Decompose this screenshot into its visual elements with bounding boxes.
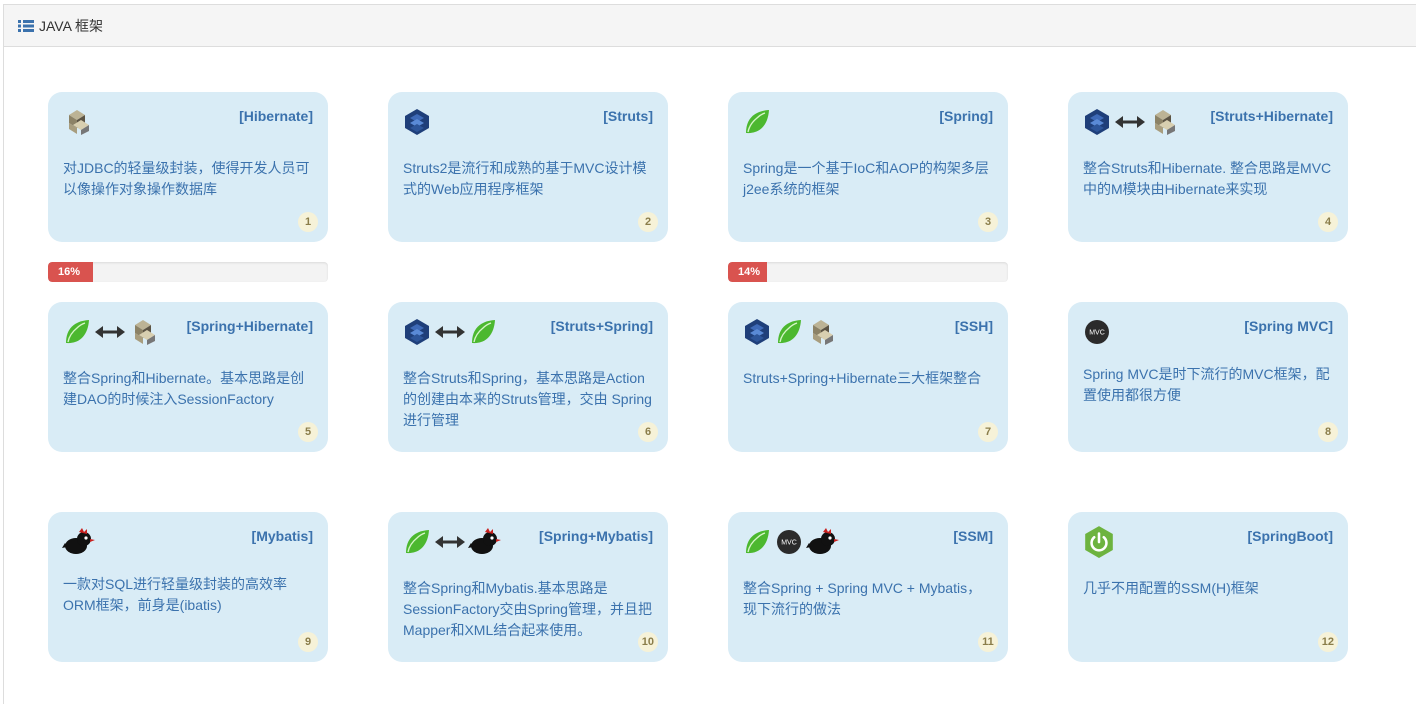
card-description: Spring是一个基于IoC和AOP的构架多层j2ee系统的框架 [743,160,989,197]
card-number-badge: 5 [298,422,318,442]
card-description: 整合Spring和Mybatis.基本思路是SessionFactory交由Sp… [403,580,652,638]
card-title[interactable]: [Spring MVC] [1244,318,1333,334]
card-icons [1082,526,1116,558]
struts-icon [405,109,429,135]
hibernate-icon [1155,110,1175,135]
card-description: 整合Spring和Hibernate。基本思路是创建DAO的时候注入Sessio… [63,370,305,407]
card-icons [62,526,96,558]
progress-bar-fill: 14% [728,262,768,282]
card-icons [742,106,772,138]
card-icons [742,316,836,348]
card-springboot[interactable]: [SpringBoot] 几乎不用配置的SSM(H)框架 12 [1068,512,1348,662]
card-description: 对JDBC的轻量级封装，使得开发人员可以像操作对象操作数据库 [63,160,310,197]
card-description: 一款对SQL进行轻量级封装的高效率ORM框架，前身是(ibatis) [63,576,288,613]
card-icons [1082,106,1178,138]
struts-icon [745,319,769,345]
card-description: Struts+Spring+Hibernate三大框架整合 [743,370,982,386]
double-arrow-icon [435,326,465,338]
card-number-badge: 4 [1318,212,1338,232]
progress-hibernate: 16% [48,262,328,282]
card-number-badge: 9 [298,632,318,652]
mvc-icon-label: MVC [781,540,797,547]
card-icons [402,106,432,138]
card-description: 整合Struts和Spring，基本思路是Action的创建由本来的Struts… [403,370,652,428]
spring-leaf-icon [406,530,429,554]
card-spring-hibernate[interactable]: [Spring+Hibernate] 整合Spring和Hibernate。基本… [48,302,328,452]
card-struts[interactable]: [Struts] Struts2是流行和成熟的基于MVC设计模式的Web应用程序… [388,92,668,242]
card-title[interactable]: [Spring] [939,108,993,124]
panel-heading: JAVA 框架 [4,5,1416,47]
card-title[interactable]: [Hibernate] [239,108,313,124]
progress-spring: 14% [728,262,1008,282]
hibernate-icon [135,320,155,345]
spring-leaf-icon [746,110,769,134]
card-icons: MVC [1082,316,1112,348]
progress-bar-fill: 16% [48,262,93,282]
card-spring[interactable]: [Spring] Spring是一个基于IoC和AOP的构架多层j2ee系统的框… [728,92,1008,242]
card-number-badge: 12 [1317,632,1338,652]
hibernate-icon [813,320,833,345]
card-spring-mybatis[interactable]: [Spring+Mybatis] 整合Spring和Mybatis.基本思路是S… [388,512,668,662]
card-icons [402,526,502,558]
list-icon [18,19,34,32]
struts-icon [1085,109,1109,135]
card-title[interactable]: [SSM] [953,528,993,544]
card-hibernate[interactable]: [Hibernate] 对JDBC的轻量级封装，使得开发人员可以像操作对象操作数… [48,92,328,242]
card-title[interactable]: [Struts+Spring] [550,318,653,334]
card-number-badge: 8 [1318,422,1338,442]
card-ssm[interactable]: MVC [SSM] 整合Spring + Spring MVC + Mybati… [728,512,1008,662]
card-spring-mvc[interactable]: MVC [Spring MVC] Spring MVC是时下流行的MVC框架，配… [1068,302,1348,452]
double-arrow-icon [435,536,465,548]
card-description: 整合Spring + Spring MVC + Mybatis，现下流行的做法 [743,580,982,617]
card-number-badge: 2 [638,212,658,232]
card-title[interactable]: [Spring+Hibernate] [186,318,313,334]
spring-leaf-icon [778,320,801,344]
mvc-icon-label: MVC [1089,330,1105,337]
mybatis-bird-icon [62,528,95,554]
card-ssh[interactable]: [SSH] Struts+Spring+Hibernate三大框架整合 7 [728,302,1008,452]
hibernate-icon [69,110,89,135]
card-icons: MVC [742,526,840,558]
mybatis-bird-icon [468,528,501,554]
struts-icon [405,319,429,345]
springboot-power-icon [1085,526,1113,558]
card-icons [62,316,158,348]
card-struts-hibernate[interactable]: [Struts+Hibernate] 整合Struts和Hibernate. 整… [1068,92,1348,242]
card-title[interactable]: [Struts+Hibernate] [1210,108,1333,124]
spring-leaf-icon [66,320,89,344]
card-description: 几乎不用配置的SSM(H)框架 [1083,580,1259,596]
card-title[interactable]: [Spring+Mybatis] [539,528,653,544]
card-struts-spring[interactable]: [Struts+Spring] 整合Struts和Spring，基本思路是Act… [388,302,668,452]
card-icons [62,106,92,138]
mvc-icon: MVC [777,530,801,554]
card-title[interactable]: [Mybatis] [251,528,313,544]
card-title[interactable]: [SSH] [954,318,993,334]
card-description: 整合Struts和Hibernate. 整合思路是MVC中的M模块由Hibern… [1083,160,1332,197]
card-description: Struts2是流行和成熟的基于MVC设计模式的Web应用程序框架 [403,160,647,197]
double-arrow-icon [1115,116,1145,128]
card-icons [402,316,498,348]
card-number-badge: 7 [978,422,998,442]
card-mybatis[interactable]: [Mybatis] 一款对SQL进行轻量级封装的高效率ORM框架，前身是(iba… [48,512,328,662]
card-number-badge: 10 [637,632,658,652]
spring-leaf-icon [472,320,495,344]
double-arrow-icon [95,326,125,338]
mvc-icon: MVC [1085,320,1109,344]
card-title[interactable]: [SpringBoot] [1247,528,1333,544]
card-number-badge: 6 [638,422,658,442]
mybatis-bird-icon [806,528,839,554]
card-number-badge: 11 [978,632,998,652]
card-title[interactable]: [Struts] [603,108,653,124]
card-number-badge: 1 [298,212,318,232]
card-number-badge: 3 [978,212,998,232]
card-description: Spring MVC是时下流行的MVC框架，配置使用都很方便 [1083,366,1330,403]
panel-title: JAVA 框架 [39,17,104,34]
spring-leaf-icon [746,530,769,554]
